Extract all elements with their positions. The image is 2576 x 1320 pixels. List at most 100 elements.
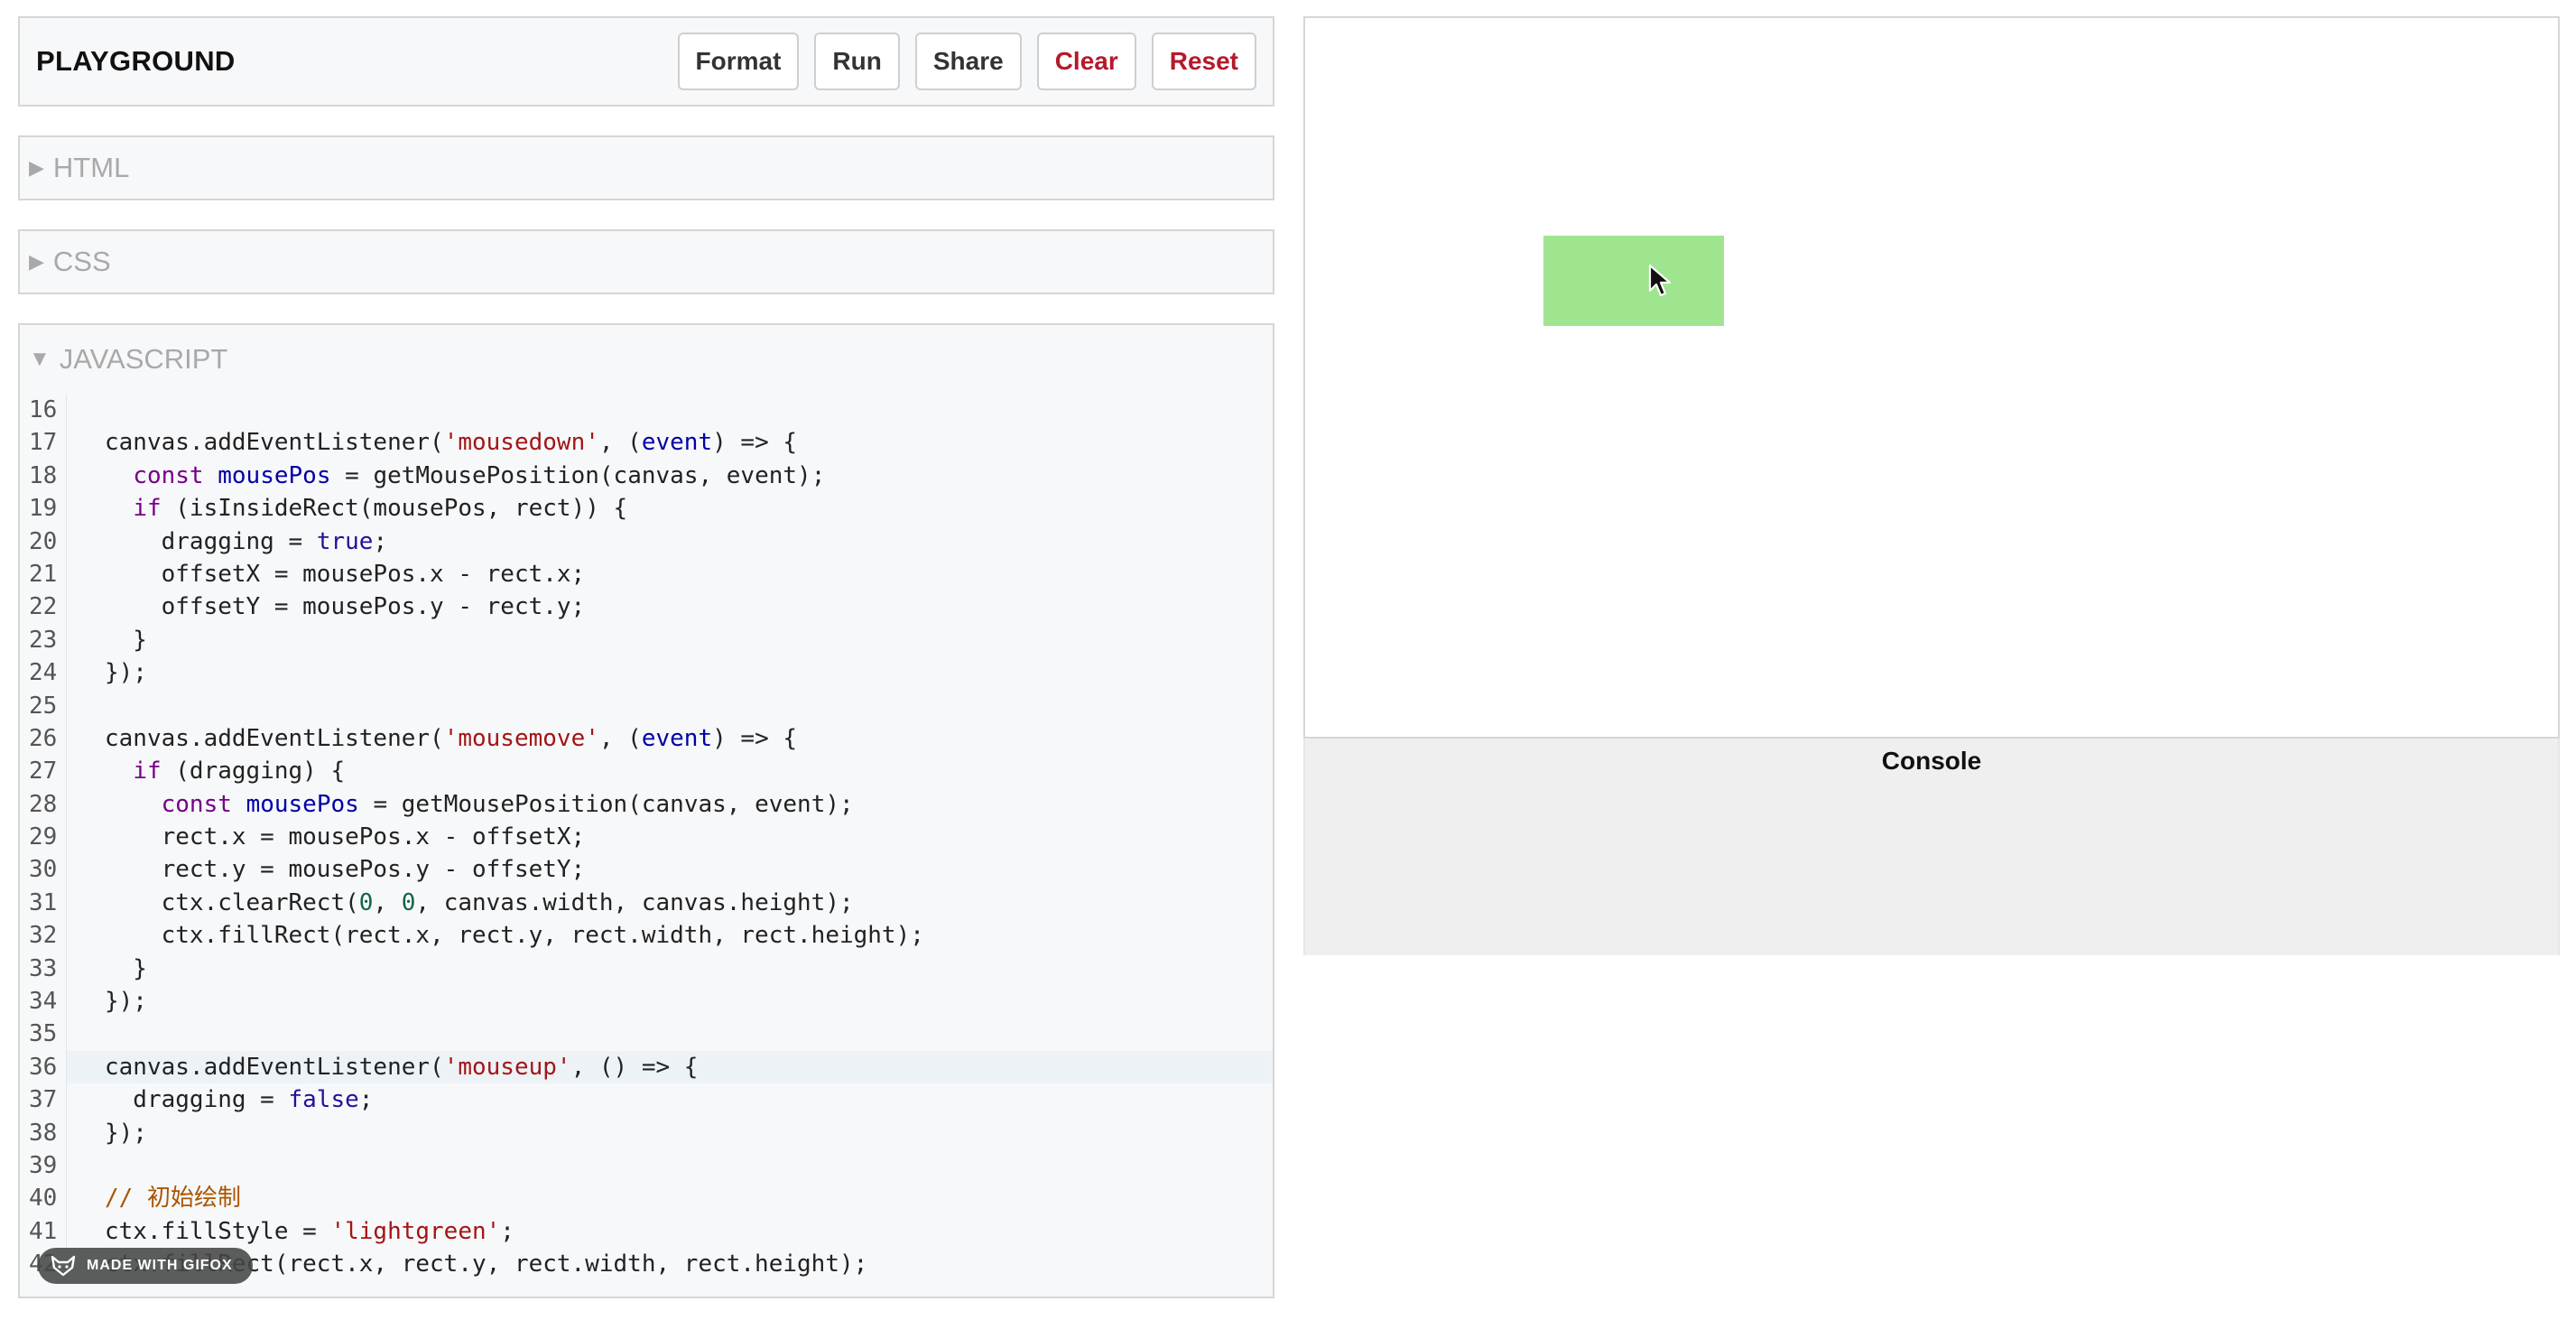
line-number: 37 xyxy=(20,1083,67,1117)
code-line[interactable]: 18 const mousePos = getMousePosition(can… xyxy=(20,459,1273,493)
triangle-down-icon: ▼ xyxy=(29,347,51,371)
code-text: canvas.addEventListener('mouseup', () =>… xyxy=(105,1053,699,1081)
line-number: 29 xyxy=(20,821,67,854)
code-text: dragging = false; xyxy=(105,1086,374,1114)
page-title: PLAYGROUND xyxy=(36,45,236,77)
code-text xyxy=(67,1018,1273,1050)
line-number: 30 xyxy=(20,853,67,887)
code-line[interactable]: 25 xyxy=(20,689,1273,722)
html-panel: ▶ HTML xyxy=(18,135,1274,200)
line-number: 35 xyxy=(20,1018,67,1051)
line-number: 24 xyxy=(20,656,67,690)
code-text: offsetY = mousePos.y - rect.y; xyxy=(105,593,586,621)
code-line[interactable]: 39 xyxy=(20,1148,1273,1183)
code-line[interactable]: 30 rect.y = mousePos.y - offsetY; xyxy=(20,853,1273,887)
javascript-panel-toggle[interactable]: ▼ JAVASCRIPT xyxy=(20,325,1273,394)
css-panel: ▶ CSS xyxy=(18,229,1274,294)
line-number: 20 xyxy=(20,525,67,558)
share-button[interactable]: Share xyxy=(914,33,1022,90)
code-line[interactable]: 23 } xyxy=(20,623,1273,657)
code-line[interactable]: 40// 初始绘制 xyxy=(20,1182,1273,1215)
javascript-panel-label: JAVASCRIPT xyxy=(59,343,228,375)
code-line[interactable]: 41 ctx.fillStyle = 'lightgreen'; xyxy=(20,1214,1273,1249)
code-line[interactable]: 35 xyxy=(20,1018,1273,1051)
code-line[interactable]: 32 ctx.fillRect(rect.x, rect.y, rect.wid… xyxy=(20,919,1273,953)
line-number: 17 xyxy=(20,426,67,460)
code-line[interactable]: 29 rect.x = mousePos.x - offsetX; xyxy=(20,821,1273,854)
line-number: 16 xyxy=(20,394,67,427)
code-text: ctx.fillRect(rect.x, rect.y, rect.width,… xyxy=(105,922,924,950)
code-text: offsetX = mousePos.x - rect.x; xyxy=(105,560,586,588)
code-text: }); xyxy=(105,1119,147,1147)
line-number: 22 xyxy=(20,590,67,624)
line-number: 34 xyxy=(20,985,67,1018)
line-number: 21 xyxy=(20,557,67,591)
code-text: rect.x = mousePos.x - offsetX; xyxy=(105,823,586,851)
code-line[interactable]: 34}); xyxy=(20,985,1273,1018)
code-text: ctx.fillStyle = 'lightgreen'; xyxy=(105,1217,514,1245)
line-number: 25 xyxy=(20,689,67,722)
line-number: 36 xyxy=(20,1050,67,1084)
clear-button[interactable]: Clear xyxy=(1036,33,1136,90)
code-line[interactable]: 37 dragging = false; xyxy=(20,1083,1273,1117)
line-number: 33 xyxy=(20,952,67,986)
code-line[interactable]: 22 offsetY = mousePos.y - rect.y; xyxy=(20,590,1273,624)
html-panel-label: HTML xyxy=(52,152,130,183)
line-number: 31 xyxy=(20,886,67,920)
line-number: 40 xyxy=(20,1182,67,1215)
html-panel-toggle[interactable]: ▶ HTML xyxy=(20,137,1273,199)
console-panel: Console xyxy=(1303,739,2560,955)
reset-button[interactable]: Reset xyxy=(1151,33,1256,90)
code-text: if (isInsideRect(mousePos, rect)) { xyxy=(133,495,628,523)
code-text: }); xyxy=(105,988,147,1016)
code-text xyxy=(67,394,1273,426)
draggable-rectangle[interactable] xyxy=(1543,236,1724,326)
toolbar: Format Run Share Clear Reset xyxy=(677,33,1256,90)
gifox-watermark: MADE WITH GIFOX xyxy=(38,1248,253,1284)
playground-header: PLAYGROUND Format Run Share Clear Reset xyxy=(18,16,1274,107)
code-text: ctx.fillRect(rect.x, rect.y, rect.width,… xyxy=(105,1250,868,1278)
code-line[interactable]: 26 canvas.addEventListener('mousemove', (… xyxy=(20,721,1273,756)
code-line[interactable]: 27 if (dragging) { xyxy=(20,755,1273,788)
run-button[interactable]: Run xyxy=(814,33,900,90)
line-number: 18 xyxy=(20,459,67,493)
code-line[interactable]: 16 xyxy=(20,394,1273,427)
line-number: 41 xyxy=(20,1214,67,1249)
preview-canvas[interactable] xyxy=(1303,16,2560,739)
code-text: rect.y = mousePos.y - offsetY; xyxy=(105,856,586,884)
watermark-text: MADE WITH GIFOX xyxy=(87,1258,233,1273)
code-line[interactable]: 36 canvas.addEventListener('mouseup', () … xyxy=(20,1050,1273,1084)
code-line[interactable]: 28 const mousePos = getMousePosition(can… xyxy=(20,787,1273,822)
code-text: } xyxy=(105,626,147,654)
line-number: 26 xyxy=(20,721,67,756)
code-text xyxy=(67,690,1273,722)
code-text: canvas.addEventListener('mousemove', (ev… xyxy=(105,724,798,752)
line-number: 19 xyxy=(20,492,67,525)
playground-editor-column: PLAYGROUND Format Run Share Clear Reset … xyxy=(18,16,1274,1298)
code-text: if (dragging) { xyxy=(133,758,346,785)
line-number: 38 xyxy=(20,1116,67,1149)
triangle-right-icon: ▶ xyxy=(29,156,44,179)
code-line[interactable]: 20 dragging = true; xyxy=(20,525,1273,558)
code-text: dragging = true; xyxy=(105,527,388,555)
css-panel-toggle[interactable]: ▶ CSS xyxy=(20,231,1273,293)
line-number: 39 xyxy=(20,1148,67,1183)
css-panel-label: CSS xyxy=(52,246,111,277)
code-line[interactable]: 31 ctx.clearRect(0, 0, canvas.width, can… xyxy=(20,886,1273,920)
console-title: Console xyxy=(1881,747,1982,775)
line-number: 27 xyxy=(20,755,67,788)
code-line[interactable]: 38}); xyxy=(20,1116,1273,1149)
code-line[interactable]: 19 if (isInsideRect(mousePos, rect)) { xyxy=(20,492,1273,525)
format-button[interactable]: Format xyxy=(677,33,800,90)
code-line[interactable]: 21 offsetX = mousePos.x - rect.x; xyxy=(20,557,1273,591)
code-line[interactable]: 33 } xyxy=(20,952,1273,986)
code-text: ctx.clearRect(0, 0, canvas.width, canvas… xyxy=(105,888,854,916)
code-line[interactable]: 24}); xyxy=(20,656,1273,690)
line-number: 32 xyxy=(20,919,67,953)
code-text xyxy=(67,1149,1273,1182)
fox-icon xyxy=(51,1255,76,1277)
line-number: 23 xyxy=(20,623,67,657)
